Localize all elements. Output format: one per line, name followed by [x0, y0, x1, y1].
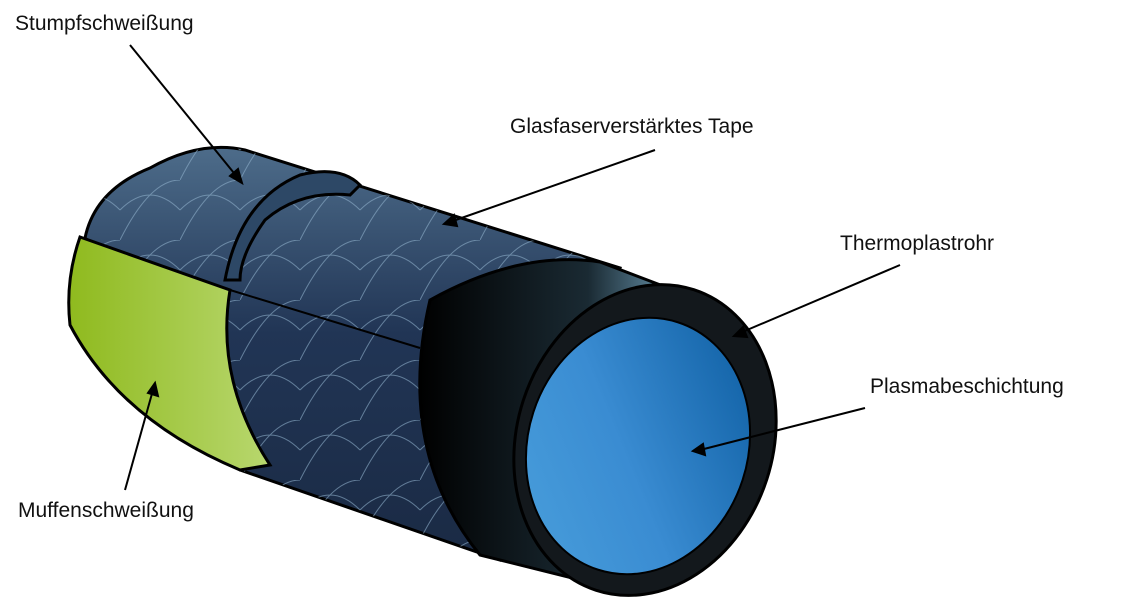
label-plasma-coating: Plasmabeschichtung: [870, 375, 1064, 398]
section-divider-line: [229, 289, 421, 349]
label-socket-weld: Muffenschweißung: [18, 499, 194, 522]
arrowhead-butt-weld: [228, 167, 244, 186]
plasma-coating-surface: [524, 316, 752, 576]
arrow-plasma-coating: [699, 407, 866, 451]
label-butt-weld: Stumpfschweißung: [15, 12, 194, 35]
arrow-butt-weld: [129, 44, 239, 179]
label-glass-tape: Glasfaserverstärktes Tape: [510, 115, 754, 138]
arrowhead-plasma-coating: [690, 442, 707, 457]
arrow-thermoplastic: [739, 264, 901, 334]
arrowhead-socket-weld: [146, 380, 160, 398]
arrowhead-glass-tape: [441, 213, 459, 228]
socket-weld-section: [67, 235, 273, 472]
arrow-socket-weld: [124, 389, 154, 491]
arrowhead-thermoplastic: [731, 325, 749, 339]
arrow-glass-tape: [449, 149, 656, 223]
butt-weld-bead: [223, 170, 363, 282]
label-thermoplastic-pipe: Thermoplastrohr: [840, 232, 995, 255]
